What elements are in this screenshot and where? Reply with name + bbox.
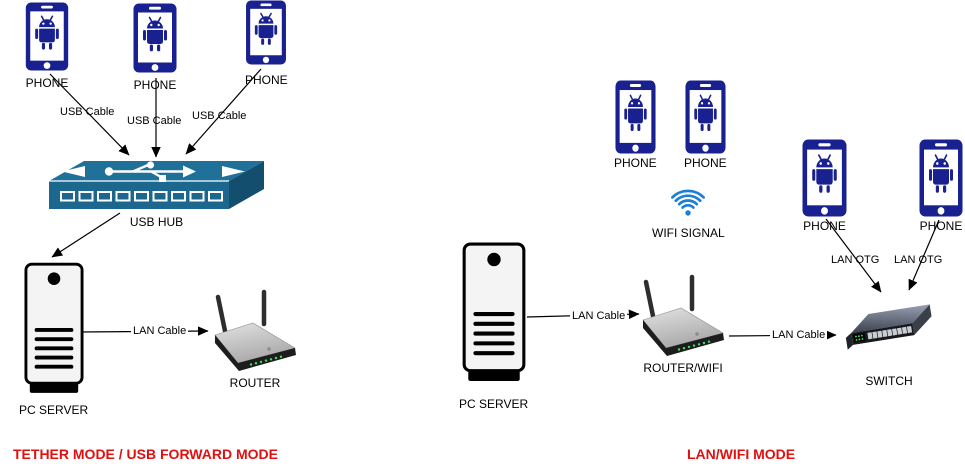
phone-label: PHONE xyxy=(684,156,727,170)
android-phone-icon xyxy=(685,80,726,154)
lan-otg-label-1: LAN OTG xyxy=(831,254,880,266)
connector-hub-to-server xyxy=(51,212,121,258)
pc-server-label: PC SERVER xyxy=(19,403,89,417)
android-phone-icon xyxy=(25,2,69,71)
phone-node-wifi-2: PHONE xyxy=(684,80,727,170)
android-phone-icon xyxy=(133,3,177,73)
lan-otg-label-2: LAN OTG xyxy=(894,254,943,266)
phone-node-otg-2: PHONE xyxy=(919,139,963,233)
wireless-router-icon xyxy=(205,287,305,377)
router-wifi-label: ROUTER/WIFI xyxy=(643,361,723,375)
switch-label: SWITCH xyxy=(865,374,913,388)
network-switch-icon xyxy=(841,303,937,355)
usb-hub-label: USB HUB xyxy=(129,215,184,229)
switch-node: SWITCH xyxy=(841,303,937,388)
phone-label: PHONE xyxy=(614,156,657,170)
wireless-router-icon xyxy=(633,272,733,362)
pc-server-label: PC SERVER xyxy=(459,397,529,411)
router-node: ROUTER xyxy=(205,287,305,390)
lan-cable-label-right-1: LAN Cable xyxy=(570,310,628,323)
phone-label: PHONE xyxy=(919,219,963,233)
phone-node-left-3: PHONE xyxy=(245,0,288,87)
phone-label: PHONE xyxy=(245,73,288,87)
connector-otgphone2-to-switch xyxy=(908,219,940,291)
usb-hub-node: USB HUB xyxy=(49,161,264,229)
pc-server-node-left: PC SERVER xyxy=(19,262,88,417)
usb-cable-label-1: USB Cable xyxy=(60,106,115,118)
phone-node-wifi-1: PHONE xyxy=(614,80,657,170)
android-phone-icon xyxy=(245,0,287,65)
phone-node-left-1: PHONE xyxy=(25,2,69,90)
wifi-signal-node: WIFI SIGNAL xyxy=(652,184,725,240)
lan-wifi-mode-title: LAN/WIFI MODE xyxy=(687,446,796,462)
lan-cable-label-right-2: LAN Cable xyxy=(770,329,828,342)
lan-cable-label-left: LAN Cable xyxy=(131,325,189,338)
pc-server-tower-icon xyxy=(24,262,84,395)
connector-phone1-to-hub xyxy=(49,73,130,156)
connector-otgphone1-to-switch xyxy=(825,218,882,293)
pc-server-node-right: PC SERVER xyxy=(459,242,528,411)
usb-cable-label-2: USB Cable xyxy=(127,115,182,127)
pc-server-tower-icon xyxy=(461,242,527,383)
phone-label: PHONE xyxy=(803,219,846,233)
router-label: ROUTER xyxy=(229,376,281,390)
phone-node-otg-1: PHONE xyxy=(802,139,847,233)
phone-label: PHONE xyxy=(25,76,69,90)
wifi-signal-icon xyxy=(664,184,712,217)
phone-node-left-2: PHONE xyxy=(133,3,177,92)
usb-cable-label-3: USB Cable xyxy=(192,110,247,122)
usb-hub-icon xyxy=(49,161,264,211)
tether-mode-title: TETHER MODE / USB FORWARD MODE xyxy=(13,446,278,462)
wifi-signal-label: WIFI SIGNAL xyxy=(652,226,725,240)
connector-phone3-to-hub xyxy=(185,68,262,155)
router-wifi-node: ROUTER/WIFI xyxy=(633,272,733,375)
phone-label: PHONE xyxy=(133,78,177,92)
android-phone-icon xyxy=(919,139,963,217)
android-phone-icon xyxy=(802,139,847,217)
android-phone-icon xyxy=(615,80,656,154)
